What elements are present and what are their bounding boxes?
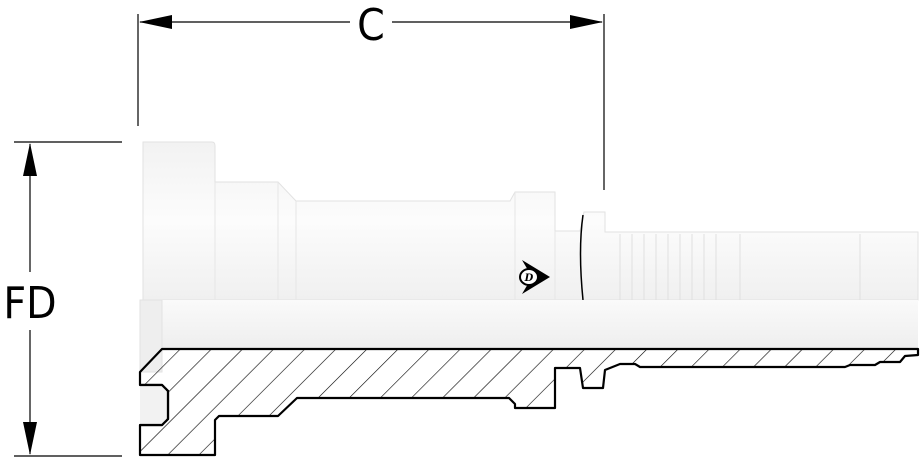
arrow-right-icon bbox=[570, 15, 603, 29]
arrow-left-icon bbox=[139, 15, 172, 29]
cross-section bbox=[138, 347, 920, 457]
dimension-fd-label: FD bbox=[3, 278, 56, 329]
dimension-fd: FD bbox=[3, 141, 122, 457]
svg-text:D: D bbox=[524, 273, 534, 284]
fitting-exterior: D bbox=[139, 141, 919, 373]
serrations bbox=[619, 234, 861, 300]
arrow-down-icon bbox=[23, 422, 37, 455]
arrow-up-icon bbox=[23, 143, 37, 176]
seal-groove bbox=[140, 386, 166, 424]
dimension-c-label: C bbox=[357, 0, 385, 51]
dimension-c: C bbox=[137, 0, 605, 190]
bore-cylinder bbox=[140, 300, 918, 349]
dunlop-logo-icon: D bbox=[519, 260, 550, 294]
